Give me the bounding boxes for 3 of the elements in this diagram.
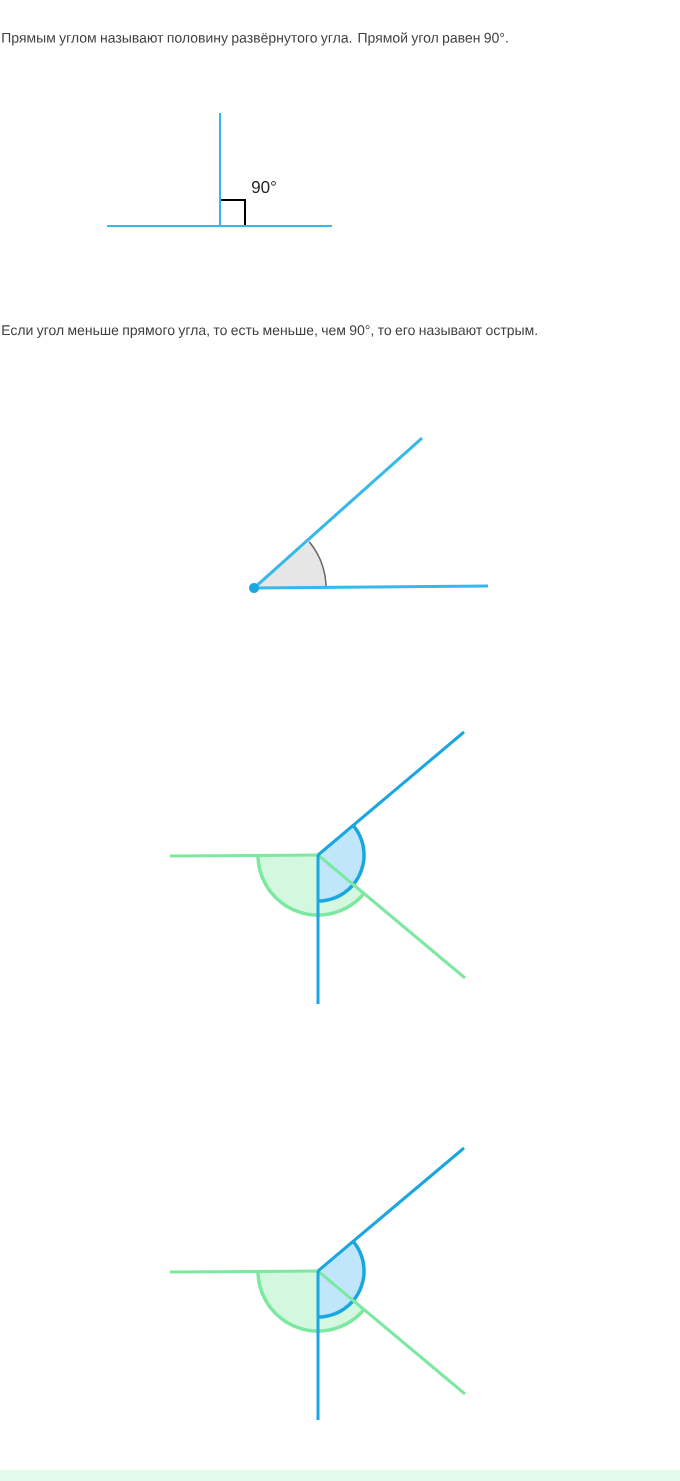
paragraph: Прямым углом называют половину развёрнутого угла. Прямой угол равен 90°. [2, 32, 508, 46]
paragraph: Если угол меньше прямого угла, то есть меньше, чем 90°, то его называют острым. [2, 325, 537, 338]
angle-label: 90° [252, 181, 276, 194]
